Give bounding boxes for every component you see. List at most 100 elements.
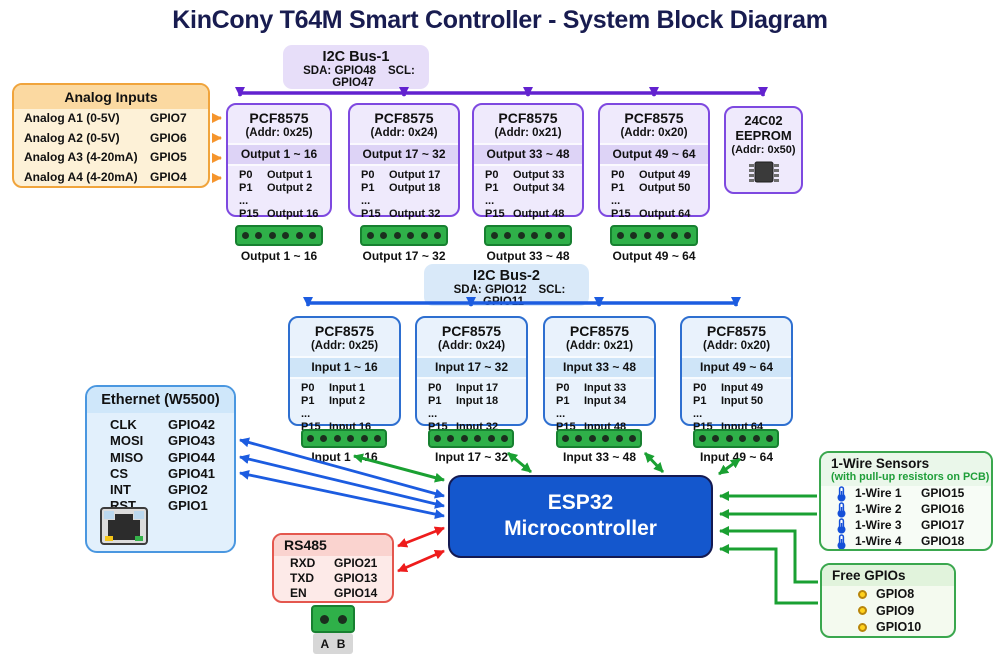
pin-dot-icon	[615, 435, 623, 442]
analog-inputs-title: Analog Inputs	[14, 85, 208, 109]
analog-label: Analog A3 (4-20mA)	[24, 150, 138, 164]
pin-dot-icon	[766, 435, 774, 442]
esp32-box: ESP32 Microcontroller	[448, 475, 713, 558]
rs485-esp32-link	[397, 526, 445, 548]
terminal-b-label: B	[336, 636, 346, 651]
page-title: KinCony T64M Smart Controller - System B…	[172, 6, 828, 34]
terminal-a-label: A	[320, 636, 330, 651]
free-gpio-box: Free GPIOs GPIO8 GPIO9 GPIO10	[820, 563, 956, 638]
pin-dot-icon	[698, 435, 706, 442]
pin-dot-icon	[433, 435, 441, 442]
pin-dot-icon	[333, 435, 341, 442]
pin-row: ...	[239, 195, 249, 207]
pin-dot-icon	[337, 614, 347, 624]
output-terminal-1	[235, 225, 323, 246]
pin-dot-icon	[460, 435, 468, 442]
pin-dot-icon	[393, 232, 401, 239]
analog-row: Analog A3 (4-20mA) GPIO5	[14, 148, 208, 168]
pin-dot-icon	[504, 232, 512, 239]
input-terminal-1	[301, 429, 387, 448]
analog-row: Analog A1 (0-5V) GPIO7	[14, 109, 208, 129]
pin-row: ...	[693, 408, 703, 420]
analog-gpio: GPIO5	[150, 150, 187, 164]
pin-dot-icon	[366, 232, 374, 239]
gpio-dot-icon	[858, 589, 867, 599]
analog-gpio: GPIO6	[150, 130, 187, 145]
free-gpio-row: GPIO8	[822, 586, 954, 603]
pin-dot-icon	[347, 435, 355, 442]
eeprom-addr: (Addr: 0x50)	[731, 144, 796, 156]
eeprom-part: 24C02	[744, 113, 783, 128]
pin-dot-icon	[670, 232, 678, 239]
pin-dot-icon	[474, 435, 482, 442]
thermometer-icon	[837, 486, 846, 502]
chip-range: Input 17 ~ 32	[417, 356, 526, 379]
i2c-bus2-title: I2C Bus-2	[473, 268, 540, 284]
pin-dot-icon	[616, 232, 624, 239]
chip-range: Output 1 ~ 16	[228, 143, 330, 166]
i2c-bus1-scl: SCL: GPIO47	[332, 65, 415, 89]
chip-addr: (Addr: 0x25)	[310, 340, 379, 352]
chip-title: PCF8575	[314, 323, 375, 339]
analog-gpio: GPIO7	[150, 111, 187, 125]
pin-dot-icon	[712, 435, 720, 442]
ethernet-title: Ethernet (W5500)	[87, 387, 234, 413]
pin-dot-icon	[434, 232, 442, 239]
pin-dot-icon	[531, 232, 539, 239]
pin-dot-icon	[309, 232, 317, 239]
pin-dot-icon	[643, 232, 651, 239]
pin-dot-icon	[575, 435, 583, 442]
eeprom-box: 24C02 EEPROM (Addr: 0x50)	[724, 106, 803, 194]
pin-dot-icon	[630, 232, 638, 239]
input-terminal-2	[428, 429, 514, 448]
input-terminal-3	[556, 429, 642, 448]
pin-dot-icon	[517, 232, 525, 239]
pin-dot-icon	[380, 232, 388, 239]
freegpio-esp32-link	[719, 544, 818, 605]
pin-dot-icon	[360, 435, 368, 442]
output-terminal-2	[360, 225, 448, 246]
analog-gpio: GPIO4	[150, 169, 187, 184]
chip-range: Input 49 ~ 64	[682, 356, 791, 379]
pin-dot-icon	[295, 232, 303, 239]
esp32-role: Microcontroller	[504, 517, 657, 540]
pin-dot-icon	[588, 435, 596, 442]
ethernet-esp32-link	[239, 437, 445, 499]
chip-title: PCF8575	[624, 110, 684, 126]
pin-dot-icon	[447, 435, 455, 442]
analog-row: Analog A4 (4-20mA)GPIO4	[14, 168, 208, 187]
pin-dot-icon	[558, 232, 566, 239]
analog-label: Analog A1 (0-5V)	[24, 111, 120, 125]
chip-title: PCF8575	[441, 323, 502, 339]
chip-icon	[748, 161, 779, 183]
pin-dot-icon	[255, 232, 263, 239]
chip-addr: (Addr: 0x24)	[370, 127, 438, 139]
rs485-terminal	[311, 605, 355, 633]
rs485-esp32-link	[397, 549, 445, 573]
rs485-terminal-labels: A B	[313, 633, 353, 654]
